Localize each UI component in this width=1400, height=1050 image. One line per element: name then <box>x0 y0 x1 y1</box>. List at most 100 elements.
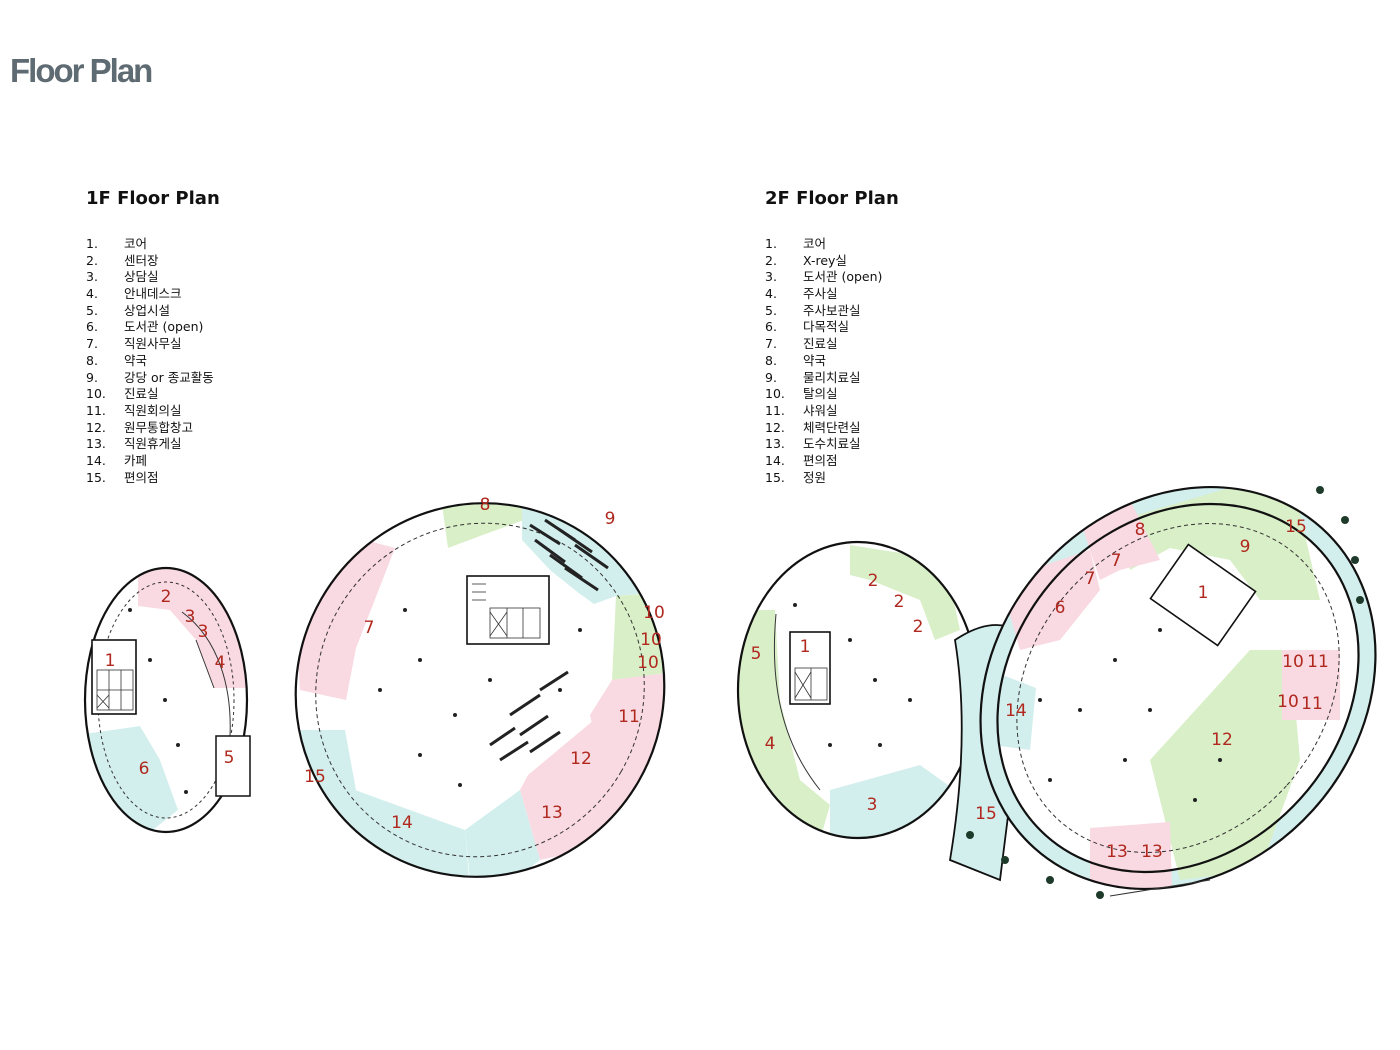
floor2-west-building <box>736 540 980 840</box>
floor2-east-building <box>966 470 1377 899</box>
room-label: 2 <box>868 571 879 591</box>
legend-item: 9.강당 or 종교활동 <box>86 370 214 387</box>
room-label: 7 <box>1085 569 1096 589</box>
room-label: 6 <box>139 759 150 779</box>
legend-item: 14. 카페 <box>86 453 214 470</box>
legend-room-name: 센터장 <box>124 252 159 268</box>
legend-item: 5.상업시설 <box>86 303 214 320</box>
room-label: 2 <box>894 592 905 612</box>
room-label: 10 <box>1277 692 1299 712</box>
auditorium-seating <box>529 518 609 592</box>
legend-number: 1. <box>86 236 98 251</box>
legend-room-name: 안내데스크 <box>124 286 182 302</box>
legend-item: 13.도수치료실 <box>765 436 882 453</box>
legend-number: 7. <box>86 336 98 352</box>
legend-item: 7. 직원사무실 <box>86 336 214 353</box>
room-label: 8 <box>1135 520 1146 540</box>
legend-item: 10. 탈의실 <box>765 386 882 403</box>
legend-item: 8.약국 <box>86 353 214 370</box>
legend-number: 14. <box>765 452 785 468</box>
core-block <box>466 575 550 645</box>
room-label: 15 <box>1285 517 1307 537</box>
legend-room-name: 주사보관실 <box>803 302 861 318</box>
legend-item: 7.진료실 <box>765 336 882 353</box>
room-label: 8 <box>480 495 491 515</box>
legend-room-name: 탈의실 <box>803 386 838 402</box>
legend-item: 13.직원휴게실 <box>86 436 214 453</box>
legend-room-name: 강당 or 종교활동 <box>124 369 214 385</box>
legend-room-name: 도서관 (open) <box>803 269 883 285</box>
room-label: 14 <box>1005 701 1027 721</box>
legend-number: 8. <box>86 352 98 368</box>
room-label: 13 <box>1106 842 1128 862</box>
zone-store-cyan <box>990 670 1036 750</box>
zone-gym-green <box>1150 650 1300 880</box>
room-label: 9 <box>605 509 616 529</box>
legend-item: 5.주사보관실 <box>765 303 882 320</box>
legend-item: 3.상담실 <box>86 269 214 286</box>
legend-room-name: 코어 <box>124 236 148 251</box>
legend-number: 14. <box>86 452 106 468</box>
page-title: Floor Plan <box>10 52 153 89</box>
legend-item: 11.직원회의실 <box>86 403 214 420</box>
room-label: 10 <box>1282 652 1304 672</box>
zone-lounge-cyan <box>465 790 540 890</box>
legend-room-name: 편의점 <box>803 452 838 468</box>
legend-item: 14. 편의점 <box>765 453 882 470</box>
room-label: 6 <box>1055 598 1066 618</box>
zone-manual-pink <box>1090 822 1172 890</box>
legend-room-name: 주사실 <box>803 286 838 302</box>
legend-item: 6.도서관 (open) <box>86 319 214 336</box>
legend-number: 13. <box>765 436 785 452</box>
room-label: 7 <box>1111 551 1122 571</box>
legend-room-name: 코어 <box>803 236 827 251</box>
legend-item: 8.약국 <box>765 353 882 370</box>
legend-room-name: 직원사무실 <box>124 336 182 352</box>
legend-room-name: 정원 <box>803 469 827 485</box>
room-label: 15 <box>975 804 997 824</box>
desk-rows <box>489 670 569 762</box>
legend-number: 1. <box>765 236 777 251</box>
room-label: 11 <box>1307 652 1329 672</box>
room-label: 10 <box>637 653 659 673</box>
legend-number: 5. <box>86 302 98 318</box>
legend-number: 3. <box>765 269 777 285</box>
floor2-heading: 2F Floor Plan <box>765 188 899 209</box>
legend-room-name: 샤워실 <box>803 402 838 418</box>
legend-number: 15. <box>86 469 106 485</box>
room-label: 1 <box>800 637 811 657</box>
legend-item: 9.물리치료실 <box>765 370 882 387</box>
zone-storage-pink <box>520 715 630 860</box>
legend-room-name: 카페 <box>124 452 148 468</box>
legend-item: 4.안내데스크 <box>86 286 214 303</box>
legend-room-name: 도서관 (open) <box>124 319 204 335</box>
room-label: 10 <box>640 630 662 650</box>
legend-room-name: 직원회의실 <box>124 402 182 418</box>
room-label: 15 <box>304 767 326 787</box>
legend-number: 15. <box>765 469 785 485</box>
legend-item: 11.샤워실 <box>765 403 882 420</box>
room-label: 11 <box>618 707 640 727</box>
room-label: 1 <box>105 651 116 671</box>
zone-pt-green <box>1120 470 1320 600</box>
legend-number: 8. <box>765 352 777 368</box>
legend-item: 2. 센터장 <box>86 253 214 270</box>
legend-number: 10. <box>765 386 785 402</box>
legend-item: 4.주사실 <box>765 286 882 303</box>
legend-item: 1. 코어 <box>765 236 882 253</box>
room-label: 13 <box>541 803 563 823</box>
legend-room-name: 편의점 <box>124 469 159 485</box>
legend-item: 3. 도서관 (open) <box>765 269 882 286</box>
legend-item: 12.체력단련실 <box>765 420 882 437</box>
legend-room-name: 상담실 <box>124 269 159 285</box>
legend-number: 9. <box>765 369 777 385</box>
room-label: 13 <box>1141 842 1163 862</box>
room-label: 4 <box>215 653 226 673</box>
legend-room-name: 원무통합창고 <box>124 419 194 435</box>
garden-shrubs <box>966 486 1364 899</box>
legend-number: 2. <box>86 252 98 268</box>
legend-room-name: 진료실 <box>124 386 159 402</box>
